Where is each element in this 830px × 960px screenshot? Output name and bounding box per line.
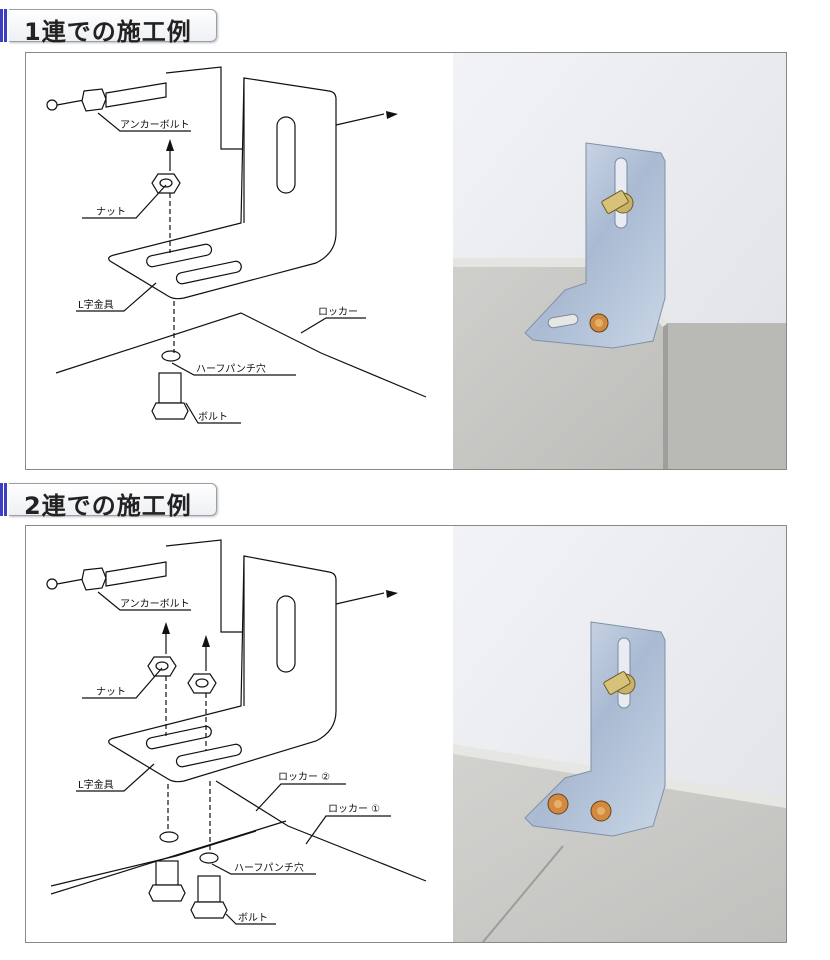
bolt-shape: [155, 860, 179, 886]
heading-accent-bar: [0, 483, 9, 516]
label-half-punch-hole: ハーフパンチ穴: [196, 362, 266, 375]
bracket-slot-vertical: [276, 595, 296, 673]
nut-shape: [147, 656, 177, 677]
section-2-panel: アンカーボルト ナット L字金具 ロッカー ② ロッカー ① ハーフパンチ穴 ボ…: [25, 525, 787, 943]
heading-accent-bar: [0, 9, 9, 42]
section-2-title: 2連での施工例: [24, 492, 192, 520]
label-nut: ナット: [96, 206, 126, 218]
label-anchor-bolt: アンカーボルト: [120, 119, 190, 131]
l-bracket-shape: [108, 77, 337, 300]
label-bolt: ボルト: [198, 411, 228, 423]
photo-l-bracket: [524, 621, 666, 837]
anchor-bolt-sleeve: [105, 82, 167, 108]
cabinet-top: [453, 751, 786, 942]
label-l-bracket: L字金具: [78, 298, 114, 311]
section-1-photo: [453, 53, 786, 469]
section-2-photo: [453, 526, 786, 942]
section-1-title: 1連での施工例: [24, 18, 192, 46]
bracket-slot-left: [146, 243, 213, 268]
label-locker-1: ロッカー ①: [328, 803, 380, 815]
anchor-bolt-nut: [81, 567, 107, 591]
bracket-slot-right: [175, 743, 242, 768]
anchor-bolt-sleeve: [105, 561, 167, 587]
l-bracket-shape: [108, 555, 337, 783]
anchor-bolt-nut: [81, 88, 107, 112]
label-locker-2: ロッカー ②: [278, 771, 330, 783]
half-punch-hole-shape: [199, 852, 219, 864]
bolt-shape-2: [197, 875, 221, 903]
locker-2-outline: [50, 830, 257, 887]
locker-1-outline: [215, 780, 427, 882]
bracket-slot-vertical: [276, 116, 296, 194]
label-l-bracket: L字金具: [78, 778, 114, 791]
section-1-panel: アンカーボルト ナット L字金具 ロッカー ハーフパンチ穴 ボルト: [25, 52, 787, 470]
label-anchor-bolt: アンカーボルト: [120, 598, 190, 610]
locker-outline: [55, 312, 427, 398]
section-1-diagram: アンカーボルト ナット L字金具 ロッカー ハーフパンチ穴 ボルト: [46, 66, 427, 424]
label-locker: ロッカー: [318, 306, 358, 318]
half-punch-hole-shape: [161, 350, 181, 362]
bracket-slot-left: [145, 725, 212, 750]
nut-shape: [151, 173, 181, 194]
section-2-heading: 2連での施工例: [0, 483, 218, 520]
section-2-diagram: アンカーボルト ナット L字金具 ロッカー ② ロッカー ① ハーフパンチ穴 ボ…: [46, 539, 427, 925]
label-half-punch-hole: ハーフパンチ穴: [234, 861, 304, 874]
bracket-slot-right: [175, 260, 242, 285]
label-nut: ナット: [96, 686, 126, 698]
cabinet-seam: [482, 845, 564, 942]
nut-shape-2: [187, 673, 217, 694]
photo-l-bracket: [524, 142, 666, 349]
bolt-shape: [158, 372, 182, 404]
label-bolt: ボルト: [238, 912, 268, 924]
section-1-heading: 1連での施工例: [0, 9, 218, 46]
